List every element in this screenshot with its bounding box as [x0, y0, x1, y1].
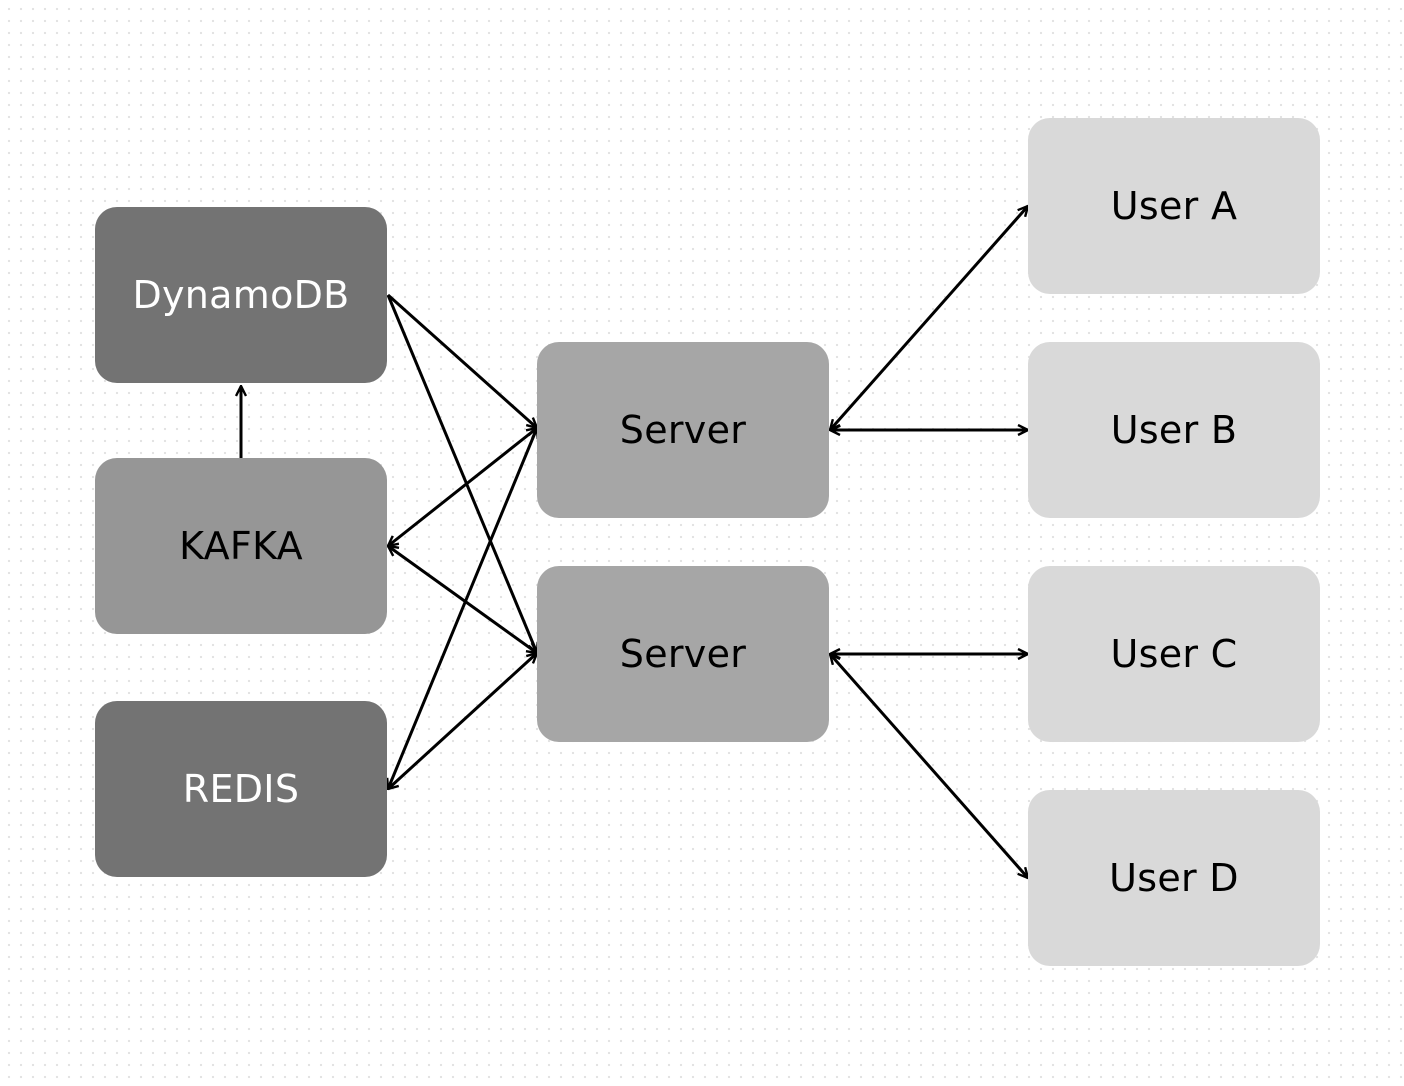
node-user-c: User C [1028, 566, 1320, 742]
node-user-d-label: User D [1109, 856, 1239, 900]
edge-dynamodb-server-2 [386, 294, 537, 653]
edge-server-1-user-a [830, 206, 1028, 430]
node-kafka: KAFKA [95, 458, 387, 634]
node-user-a-label: User A [1110, 184, 1238, 228]
node-user-b-label: User B [1110, 408, 1238, 452]
node-user-c-label: User C [1110, 632, 1238, 676]
node-server-1-label: Server [619, 408, 747, 452]
edge-redis-server-2 [388, 653, 537, 789]
node-redis-label: REDIS [182, 767, 300, 811]
node-server-2: Server [537, 566, 829, 742]
node-server-1: Server [537, 342, 829, 518]
node-dynamodb: DynamoDB [95, 207, 387, 383]
node-user-d: User D [1028, 790, 1320, 966]
node-server-2-label: Server [619, 632, 747, 676]
edge-kafka-server-1 [388, 428, 537, 546]
edge-dynamodb-server-1 [387, 293, 537, 428]
node-user-a: User A [1028, 118, 1320, 294]
node-user-b: User B [1028, 342, 1320, 518]
node-redis: REDIS [95, 701, 387, 877]
edge-kafka-server-2 [388, 546, 537, 653]
edge-server-2-user-d [830, 654, 1028, 878]
node-dynamodb-label: DynamoDB [132, 273, 350, 317]
node-kafka-label: KAFKA [179, 524, 303, 568]
edge-redis-server-1 [388, 428, 537, 789]
